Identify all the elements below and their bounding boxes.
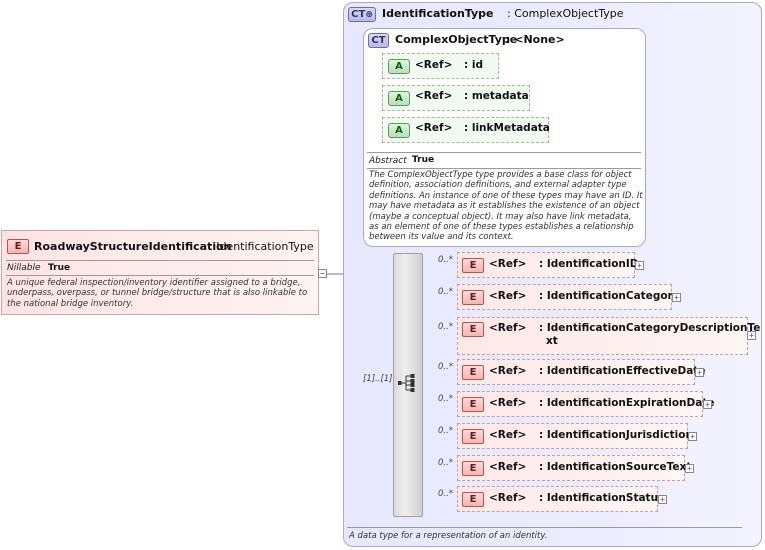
element-badge: E [462,322,484,337]
element-ref: <Ref> [489,492,527,504]
root-description: A unique federal inspection/inventory id… [7,278,308,309]
element-name: : IdentificationCategory [539,290,680,302]
divider [347,527,742,528]
attribute-badge: A [388,123,410,138]
element-ref: <Ref> [489,258,527,270]
identification-type-description: A data type for a representation of an i… [349,531,548,541]
element-badge: E [462,365,484,380]
plus-icon[interactable]: + [695,368,704,377]
element-cardinality: 0..* [438,489,454,499]
complex-type-badge: CT⊕ [348,7,376,22]
element-identification-source-text[interactable] [457,455,685,481]
plus-icon[interactable]: + [688,432,697,441]
element-identification-jurisdiction[interactable] [457,423,688,449]
attribute-ref: <Ref> [415,122,453,134]
complex-object-type-description: The ComplexObjectType type provides a ba… [369,170,643,243]
element-name: : IdentificationID [539,258,639,270]
element-ref: <Ref> [489,429,527,441]
nillable-value: True [48,263,71,273]
element-cardinality: 0..* [438,426,454,436]
identification-type-title: IdentificationType [382,7,494,20]
element-ref: <Ref> [489,365,527,377]
element-identification-expiration-date[interactable] [457,391,703,417]
element-identification-effective-date[interactable] [457,359,695,385]
attribute-ref: <Ref> [415,90,453,102]
plus-icon[interactable]: + [635,261,644,270]
divider [367,168,641,169]
minus-icon[interactable]: − [318,269,327,278]
divider [6,260,314,261]
element-name: : IdentificationEffectiveDate [539,365,706,377]
plus-icon[interactable]: + [685,464,694,473]
attribute-badge: A [388,91,410,106]
element-name: : IdentificationCategoryDescriptionTe [539,322,761,334]
element-identification-category-description-text[interactable] [457,317,748,355]
element-badge: E [462,461,484,476]
element-name: : IdentificationJurisdiction [539,429,693,441]
element-badge: E [462,397,484,412]
plus-icon[interactable]: + [672,293,681,302]
sequence-cardinality: [1]..[1] [363,374,393,384]
element-name: : IdentificationExpirationDate [539,397,715,409]
element-cardinality: 0..* [438,322,454,332]
element-cardinality: 0..* [438,458,454,468]
identification-type-base: : ComplexObjectType [507,7,624,20]
attribute-name: : id [464,59,483,71]
element-badge: E [462,258,484,273]
element-identification-category[interactable] [457,284,672,310]
divider [6,275,314,276]
nillable-label: Nillable [7,263,41,273]
complex-object-type-title: ComplexObjectType [395,33,518,46]
root-element-type: : IdentificationType [209,240,314,253]
element-ref: <Ref> [489,461,527,473]
attribute-name: : metadata [464,90,529,102]
attribute-ref: <Ref> [415,59,453,71]
abstract-value: True [412,155,435,165]
element-ref: <Ref> [489,290,527,302]
complex-object-type-base: : <None> [506,33,565,46]
plus-icon[interactable]: + [703,400,712,409]
attribute-name: : linkMetadata [464,122,550,134]
abstract-label: Abstract [369,156,407,166]
element-badge: E [462,290,484,305]
element-cardinality: 0..* [438,255,454,265]
element-badge: E [462,429,484,444]
element-cardinality: 0..* [438,362,454,372]
element-cardinality: 0..* [438,287,454,297]
element-identification-status[interactable] [457,486,658,512]
element-name: : IdentificationStatus [539,492,665,504]
element-ref: <Ref> [489,397,527,409]
element-cardinality: 0..* [438,394,454,404]
plus-icon[interactable]: + [747,331,756,340]
element-ref: <Ref> [489,322,527,334]
plus-icon[interactable]: + [658,495,667,504]
divider [367,152,641,153]
attribute-badge: A [388,59,410,74]
element-identification-id[interactable] [457,252,635,278]
element-name: : IdentificationSourceText [539,461,692,473]
sequence-icon [398,374,415,392]
element-name-continued: xt [546,335,558,347]
element-badge: E [7,239,29,254]
element-badge: E [462,492,484,507]
root-element-box[interactable]: E RoadwayStructureIdentification : Ident… [1,230,319,315]
complex-type-badge: CT [368,33,389,48]
root-element-name: RoadwayStructureIdentification [34,240,232,253]
